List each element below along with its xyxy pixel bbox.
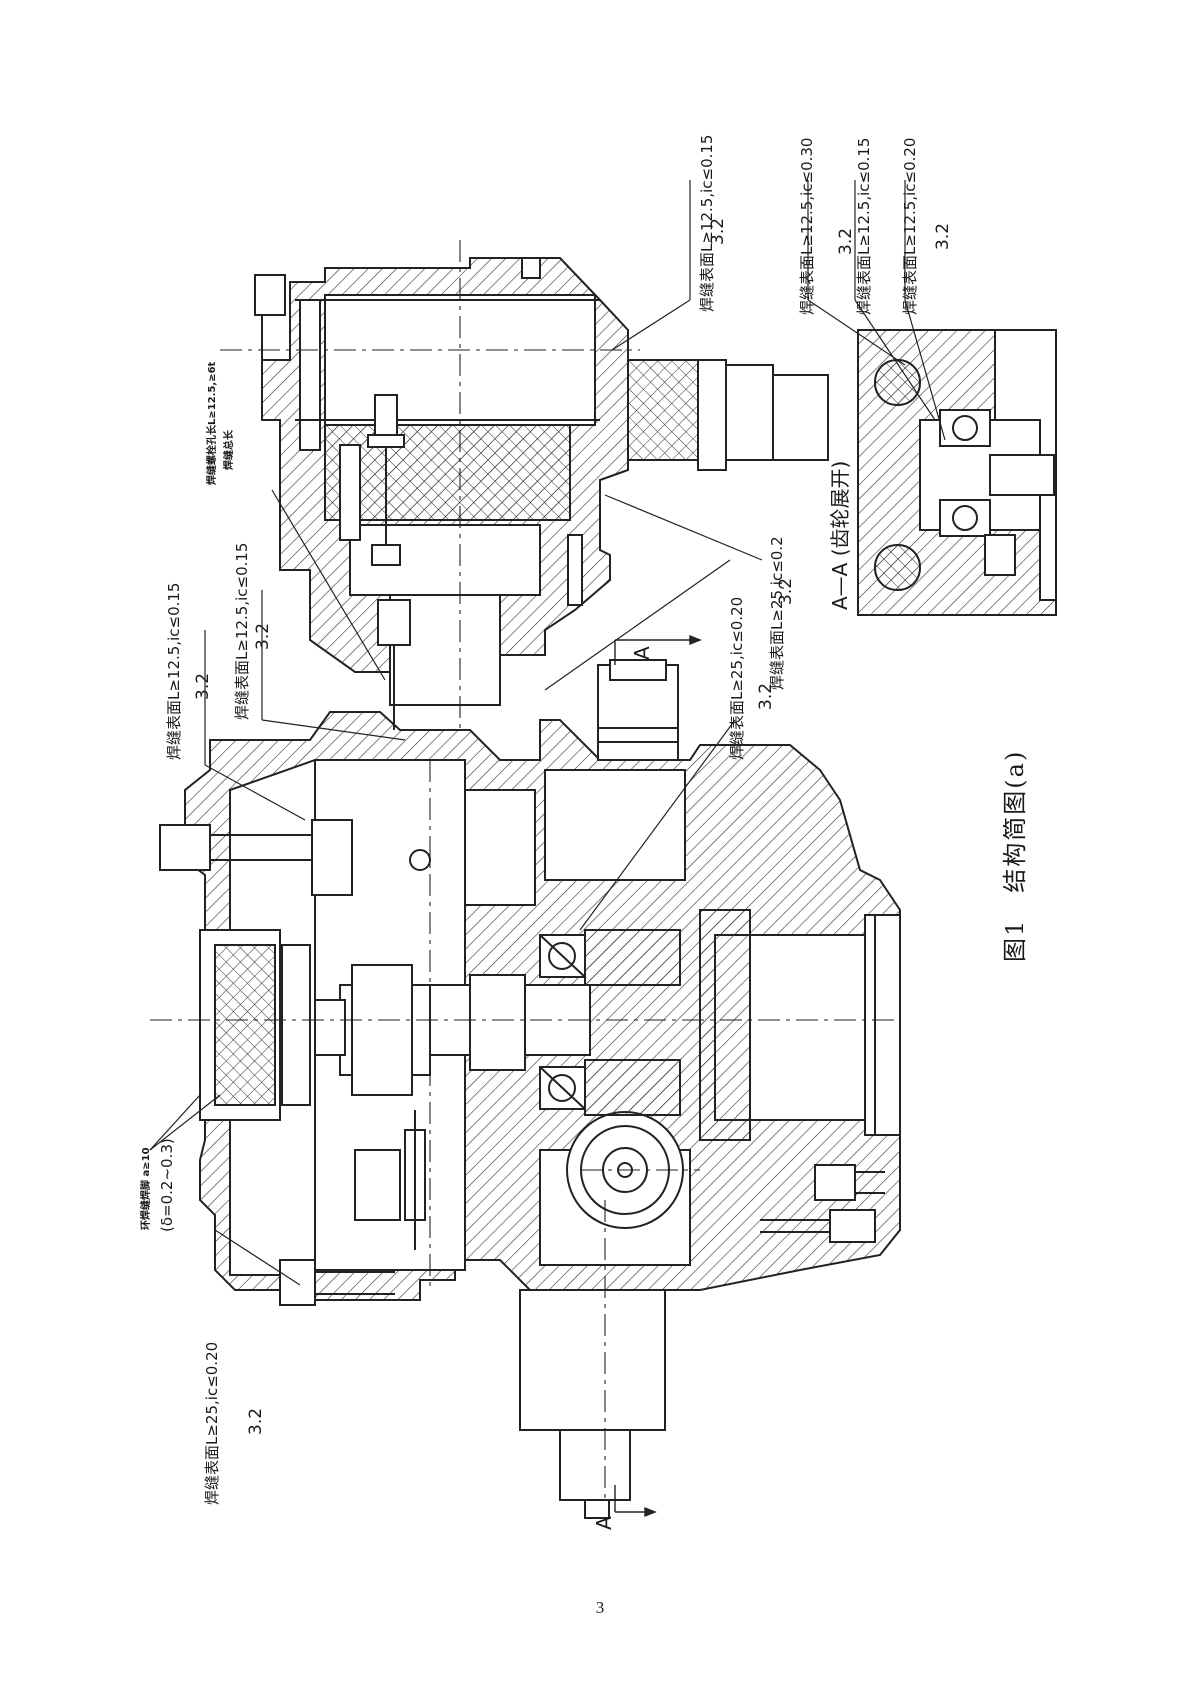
roughness-symbol-9: 3.2 — [246, 1407, 266, 1435]
leader-lines — [149, 180, 946, 1286]
roughness-symbol-8: 3.2 — [933, 222, 953, 250]
roughness-symbol-2: 3.2 — [253, 622, 273, 650]
weld-callout-1: 焊缝表面L≥12.5,ic≤0.15 — [165, 582, 183, 760]
section-arrows — [614, 634, 702, 1518]
section-mark-top: A — [630, 646, 654, 660]
roughness-symbol-6: 3.2 — [836, 227, 856, 255]
weld-callout-7: 焊缝表面L≥12.5,ic≤0.15 — [855, 137, 873, 315]
section-mark-bottom: A — [592, 1516, 616, 1530]
section-aa-view — [857, 329, 1057, 616]
section-aa-label: A—A (齿轮展开) — [828, 460, 852, 610]
weld-callout-8: 焊缝表面L≥12.5,ic≤0.20 — [901, 137, 919, 315]
ring-weld-note-line2: (δ=0.2~0.3) — [158, 1138, 176, 1232]
weld-callout-6: 焊缝表面L≥12.5,ic≤0.30 — [798, 137, 816, 315]
weld-callout-9: 焊缝表面L≥25,ic≤0.20 — [203, 1341, 221, 1505]
roughness-symbol-4: 3.2 — [776, 577, 796, 605]
page-number: 3 — [595, 1598, 605, 1617]
main-housing — [159, 659, 901, 1519]
center-lines — [150, 240, 900, 1500]
weld-callout-4: 焊缝表面L≥25,ic≤0.2 — [768, 536, 786, 690]
bolt-note-line1: 焊缝螺栓孔长L≥12.5,≥6t — [207, 361, 218, 485]
upper-housing — [254, 257, 829, 730]
figure-caption: 图1 结构简图(a) — [1001, 749, 1029, 962]
roughness-symbol-3: 3.2 — [756, 682, 776, 710]
ring-weld-note-line1: 环焊缝焊脚 a≥10 — [141, 1147, 152, 1230]
roughness-symbol-5: 3.2 — [708, 217, 728, 245]
weld-callout-2: 焊缝表面L≥12.5,ic≤0.15 — [233, 542, 251, 720]
roughness-symbol-1: 3.2 — [193, 672, 213, 700]
bolt-note-line2: 焊缝总长 — [224, 430, 235, 470]
weld-callout-3: 焊缝表面L≥25,ic≤0.20 — [728, 596, 746, 760]
